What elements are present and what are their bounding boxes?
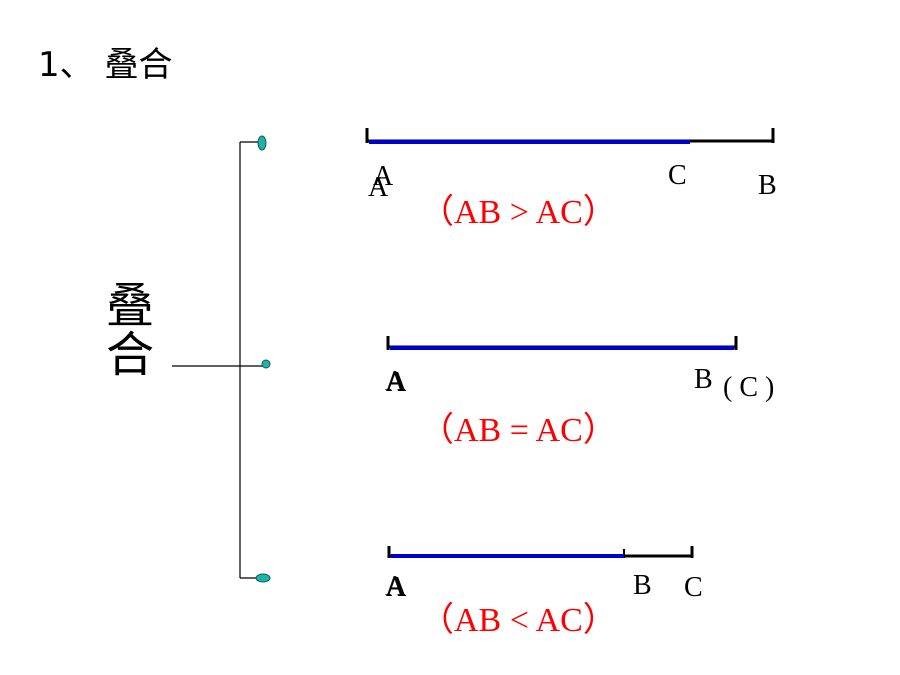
case-equal-segments [386,336,738,350]
bracket-connector [172,135,271,583]
bracket-middle-node-dot [261,359,271,369]
label-point-c: C [668,160,687,191]
page-title: 1、 叠合 [38,45,173,85]
relation-less: （AB < AC） [420,602,617,639]
label-point-c: C [684,572,703,603]
bracket-bottom-node-dot [255,573,271,583]
relation-greater: （AB > AC） [420,194,617,231]
label-point-b: B [694,364,713,395]
label-point-b: B [633,570,652,601]
label-point-a: A [373,161,394,192]
label-point-a-overlay: A [385,571,406,602]
side-label: 叠合 [105,278,154,383]
bracket-top-node-dot [257,135,267,151]
label-point-a: A [386,572,407,603]
case-greater-segments [365,128,775,144]
label-point-a-overlay: A [385,366,406,397]
label-point-b: B [758,170,777,201]
label-point-a: A [386,367,407,398]
label-point-a-overlay: A [368,172,389,203]
relation-equal: （AB = AC） [420,412,617,449]
case-less-segments [387,546,694,558]
label-point-c-paren: ( C ) [723,372,775,403]
